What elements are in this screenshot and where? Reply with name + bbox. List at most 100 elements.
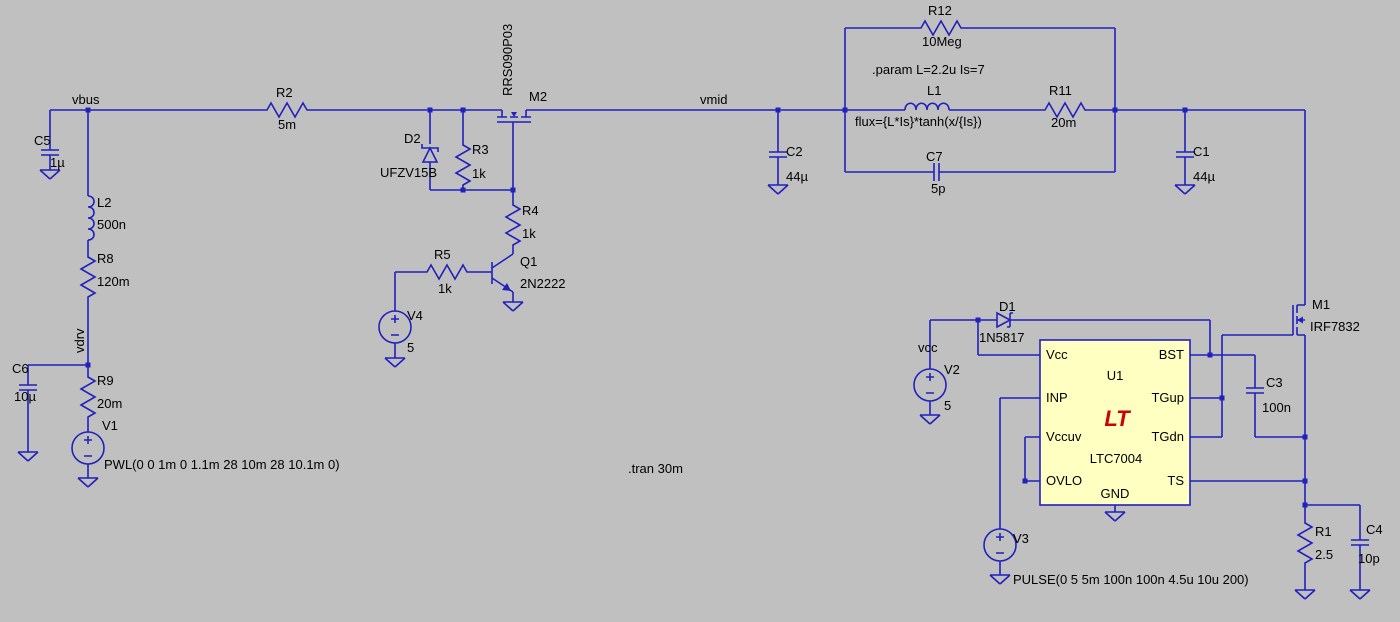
component-ref[interactable]: R11 (1049, 83, 1072, 98)
component-ref[interactable]: C7 (926, 149, 943, 164)
component-ref[interactable]: C5 (34, 133, 51, 148)
component-value[interactable]: 1k (522, 226, 536, 241)
component-value[interactable]: 1N5817 (979, 330, 1025, 345)
ground-symbol[interactable] (1174, 184, 1196, 195)
component-value[interactable]: LTC7004 (1090, 451, 1143, 466)
component-d1[interactable]: D1 1N5817 (979, 299, 1025, 345)
component-ref[interactable]: C6 (12, 361, 29, 376)
component-value[interactable]: 5m (278, 117, 296, 132)
component-ref[interactable]: R1 (1315, 524, 1332, 539)
component-m1[interactable]: M1 IRF7832 (1292, 297, 1360, 335)
component-q1[interactable]: Q1 2N2222 (491, 253, 566, 293)
component-r11[interactable]: R11 20m (1039, 83, 1089, 130)
component-r2[interactable]: R2 5m (261, 85, 311, 132)
ground-symbol[interactable] (17, 451, 39, 462)
directive-flux[interactable]: flux={L*Is}*tanh(x/{Is}) (855, 114, 982, 129)
component-ref[interactable]: V4 (407, 308, 423, 323)
component-ref[interactable]: L1 (927, 83, 941, 98)
resistor-symbol[interactable] (80, 251, 96, 301)
component-ref[interactable]: V2 (944, 362, 960, 377)
component-v1[interactable]: V1 PWL(0 0 1m 0 1.1m 28 10m 28 10.1m 0) (71, 418, 340, 472)
component-ref[interactable]: R3 (472, 142, 489, 157)
component-value[interactable]: PWL(0 0 1m 0 1.1m 28 10m 28 10.1m 0) (104, 457, 340, 472)
component-value[interactable]: 5 (944, 398, 951, 413)
component-v4[interactable]: V4 5 (378, 308, 423, 355)
net-label-vmid[interactable]: vmid (700, 92, 727, 107)
component-value[interactable]: 10Meg (922, 34, 962, 49)
ground-symbol[interactable] (502, 301, 524, 312)
component-value[interactable]: 500n (97, 217, 126, 232)
component-value[interactable]: 1k (472, 166, 486, 181)
ground-symbol[interactable] (919, 414, 941, 425)
component-c5[interactable]: C5 1µ (34, 133, 65, 170)
capacitor-symbol[interactable] (768, 151, 788, 158)
component-c1[interactable]: C1 44µ (1175, 144, 1215, 184)
component-ref[interactable]: R9 (97, 373, 114, 388)
ground-symbol[interactable] (989, 574, 1011, 585)
component-r8[interactable]: R8 120m (80, 251, 130, 301)
capacitor-symbol[interactable] (1245, 387, 1265, 394)
component-ref[interactable]: C4 (1366, 522, 1383, 537)
component-ref[interactable]: C3 (1266, 375, 1283, 390)
ground-symbol[interactable] (77, 477, 99, 488)
directive-tran[interactable]: .tran 30m (628, 461, 683, 476)
component-v3[interactable]: V3 PULSE(0 5 5m 100n 100n 4.5u 10u 200) (983, 528, 1249, 587)
component-d2[interactable]: D2 UFZV15B (380, 131, 439, 180)
resistor-symbol[interactable] (1297, 517, 1313, 567)
resistor-symbol[interactable] (455, 139, 471, 189)
component-ref[interactable]: D1 (999, 299, 1016, 314)
resistor-symbol[interactable] (261, 102, 311, 118)
voltage-source-symbol[interactable] (913, 368, 947, 402)
diode-triangle[interactable] (996, 311, 1012, 329)
component-ref[interactable]: M2 (529, 89, 547, 104)
component-ref[interactable]: Q1 (520, 254, 537, 269)
component-value[interactable]: 2.5 (1315, 547, 1333, 562)
component-value[interactable]: 2N2222 (520, 276, 566, 291)
ground-symbol[interactable] (767, 184, 789, 195)
component-ref[interactable]: L2 (97, 195, 111, 210)
net-label-vdrv[interactable]: vdrv (72, 328, 87, 353)
component-ref[interactable]: R2 (276, 85, 293, 100)
component-l1[interactable]: L1 (904, 83, 950, 111)
capacitor-symbol[interactable] (933, 162, 940, 182)
net-label-vbus[interactable]: vbus (72, 92, 100, 107)
component-c2[interactable]: C2 44µ (768, 144, 808, 184)
net-label-vcc[interactable]: vcc (918, 340, 938, 355)
component-value[interactable]: PULSE(0 5 5m 100n 100n 4.5u 10u 200) (1013, 572, 1249, 587)
component-ref[interactable]: V1 (102, 418, 118, 433)
component-m2[interactable]: RRS090P03 M2 (497, 24, 547, 123)
component-r5[interactable]: R5 1k (421, 247, 471, 296)
component-ref[interactable]: R12 (928, 3, 952, 18)
resistor-symbol[interactable] (421, 264, 471, 280)
component-ref[interactable]: R5 (434, 247, 451, 262)
capacitor-symbol[interactable] (1175, 151, 1195, 158)
component-ref[interactable]: R4 (522, 203, 539, 218)
component-v2[interactable]: V2 5 (913, 362, 960, 413)
diode-cathode-bar[interactable] (1007, 312, 1013, 328)
component-value[interactable]: 5 (407, 340, 414, 355)
ground-symbol[interactable] (1294, 589, 1316, 600)
component-value[interactable]: 10p (1358, 551, 1380, 566)
resistor-symbol[interactable] (505, 199, 521, 249)
component-r9[interactable]: R9 20m (80, 371, 122, 421)
ground-symbol[interactable] (1349, 589, 1371, 600)
wire-segments[interactable] (27, 27, 1361, 590)
ground-symbol[interactable] (39, 169, 61, 180)
component-ref[interactable]: R8 (97, 251, 114, 266)
voltage-source-symbol[interactable] (71, 431, 105, 465)
resistor-symbol[interactable] (915, 20, 965, 36)
component-value[interactable]: UFZV15B (380, 165, 437, 180)
component-value[interactable]: IRF7832 (1310, 319, 1360, 334)
component-ref[interactable]: C1 (1193, 144, 1210, 159)
component-r1[interactable]: R1 2.5 (1297, 517, 1333, 567)
component-l2[interactable]: L2 500n (87, 195, 126, 241)
ic-body[interactable] (1039, 339, 1191, 506)
component-c3[interactable]: C3 100n (1245, 375, 1291, 415)
ground-symbol[interactable] (1104, 511, 1126, 522)
component-ref[interactable]: M1 (1312, 297, 1330, 312)
component-r3[interactable]: R3 1k (455, 139, 489, 189)
component-value[interactable]: RRS090P03 (500, 24, 515, 96)
component-value[interactable]: 120m (97, 274, 130, 289)
inductor-symbol[interactable] (87, 195, 95, 241)
component-c6[interactable]: C6 10µ (12, 361, 38, 404)
